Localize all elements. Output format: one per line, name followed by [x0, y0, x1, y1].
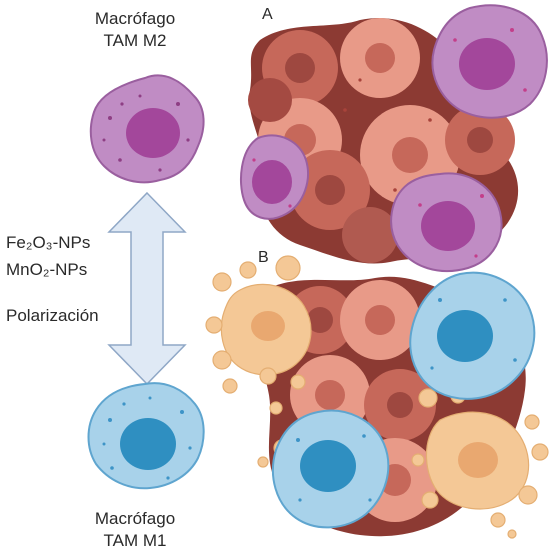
m2-label-line2: TAM M2 — [103, 31, 167, 50]
polarization-label: Polarización — [6, 306, 99, 325]
m2-label-line1: Macrófago — [94, 9, 176, 28]
m1-macrophage-icon — [87, 382, 205, 490]
panel-b-label: B — [258, 249, 269, 266]
m2-macrophage-tumor-icon — [239, 4, 548, 272]
panel-a-label: A — [262, 6, 273, 23]
fe2o3-nps-label: Fe₂O₃-NPs — [6, 233, 91, 252]
m1-macrophage-tumor-icon — [271, 271, 536, 529]
m1-macrophage-label: Macrófago TAM M1 — [60, 508, 210, 552]
mno2-nps-label: MnO₂-NPs — [6, 260, 88, 279]
m1-label-line2: TAM M1 — [103, 531, 167, 550]
m2-macrophage-label: Macrófago TAM M2 — [60, 8, 210, 52]
m1-label-line1: Macrófago — [94, 509, 176, 528]
polarization-arrow-icon — [107, 191, 187, 386]
m2-macrophage-icon — [89, 74, 205, 184]
